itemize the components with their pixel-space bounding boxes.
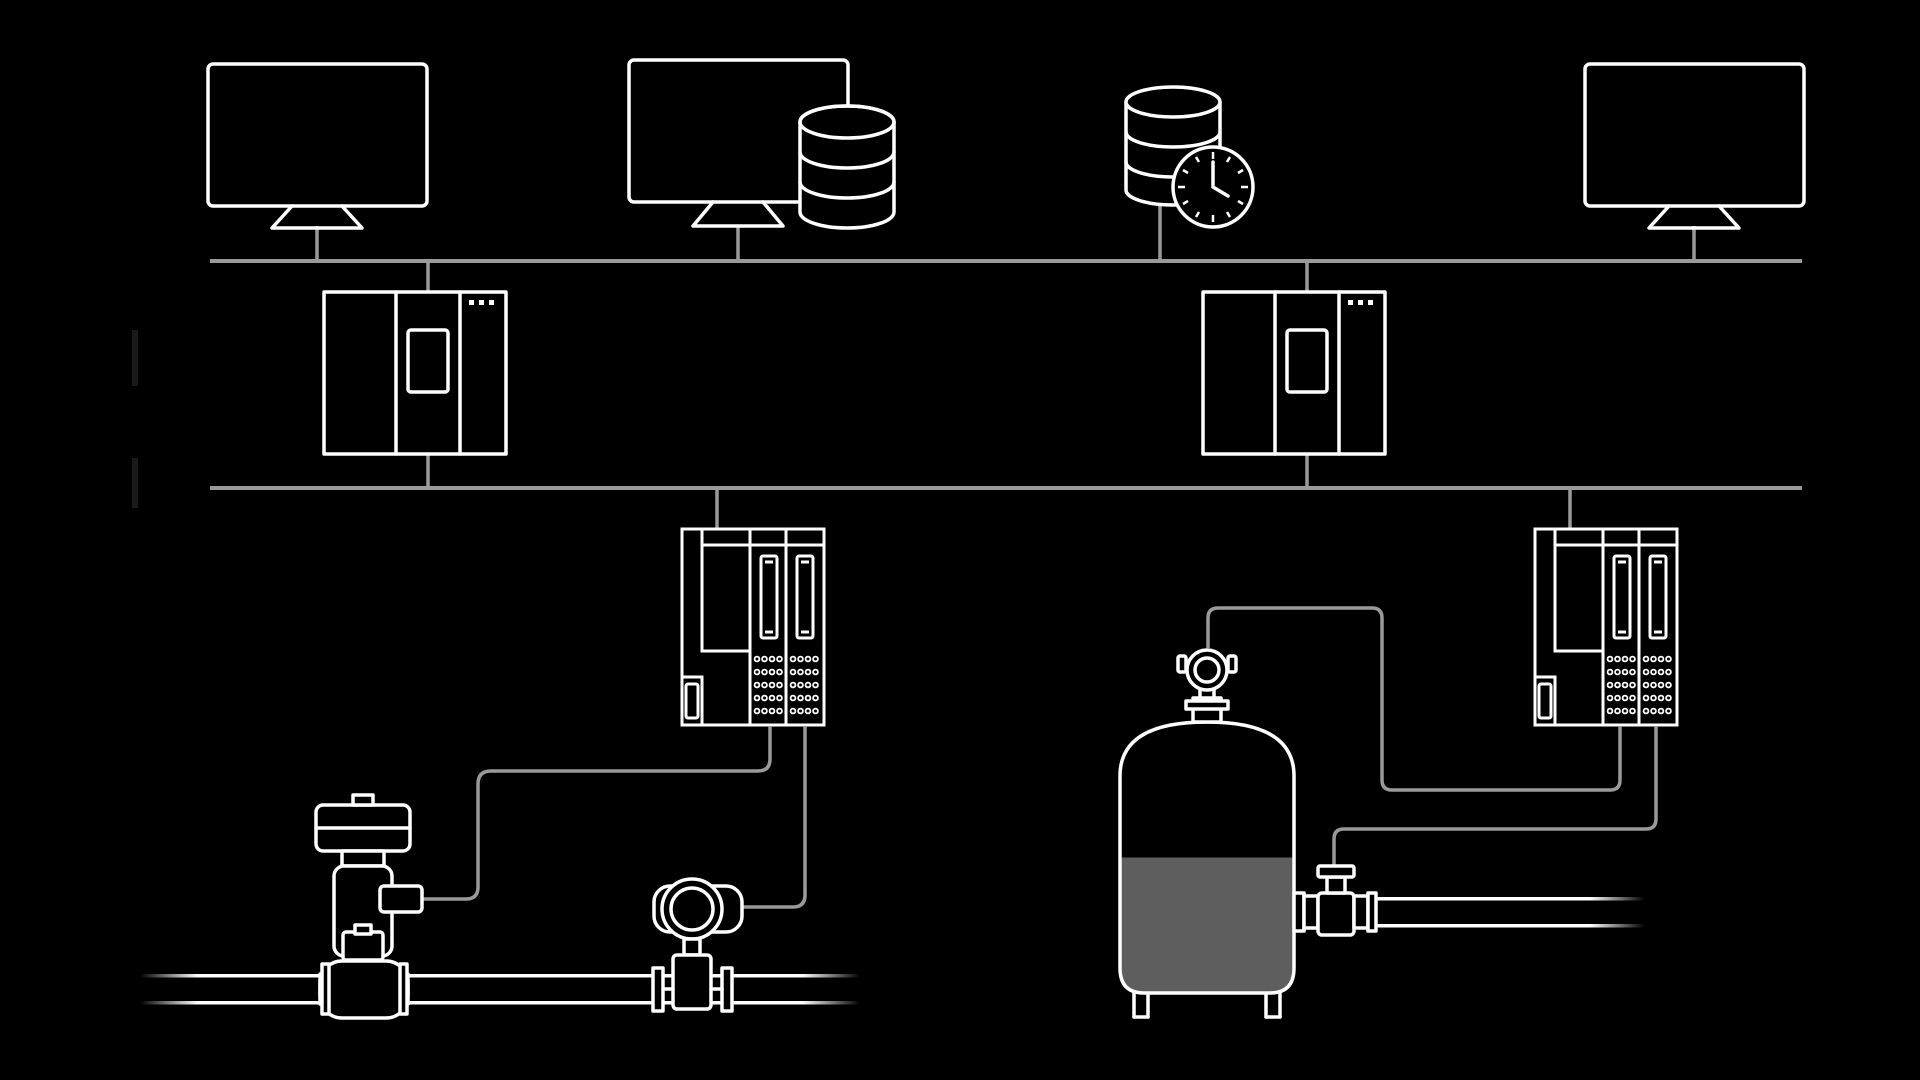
process-pipe-right bbox=[1370, 897, 1645, 928]
edge-mark-top bbox=[132, 330, 138, 386]
hand-valve-icon bbox=[1292, 864, 1378, 937]
top-device-drops bbox=[315, 206, 1696, 261]
io-module-drops bbox=[715, 488, 1572, 529]
tank-liquid-level bbox=[1120, 857, 1294, 993]
edge-mark-bottom bbox=[132, 458, 138, 508]
controller-2 bbox=[1201, 290, 1387, 456]
database-icon bbox=[798, 104, 896, 230]
historian-server bbox=[1124, 85, 1255, 229]
clock-icon bbox=[1171, 145, 1255, 229]
operator-monitor-1 bbox=[206, 62, 429, 230]
io-module-2 bbox=[1533, 527, 1679, 727]
io-module-1 bbox=[680, 527, 826, 727]
process-pipe-left bbox=[140, 974, 860, 1005]
operator-monitor-2 bbox=[1583, 62, 1806, 230]
field-wiring bbox=[421, 606, 1658, 909]
controller-1 bbox=[322, 290, 508, 456]
pressure-transmitter-icon bbox=[1176, 648, 1238, 724]
tank-icon bbox=[1118, 720, 1296, 1019]
controller-bus-links bbox=[426, 261, 1309, 488]
control-valve-icon bbox=[314, 793, 424, 1020]
flow-transmitter-icon bbox=[651, 877, 744, 1013]
engineering-station bbox=[627, 58, 896, 230]
